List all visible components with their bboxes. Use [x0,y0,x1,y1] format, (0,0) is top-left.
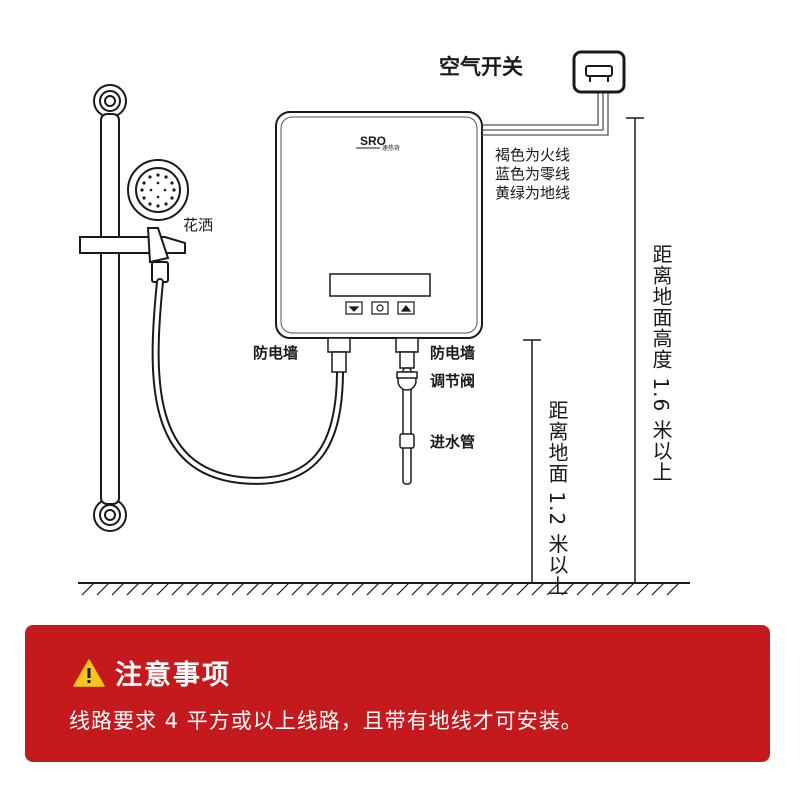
power-cable [482,90,609,136]
panel-buttons [345,301,415,315]
outlet-right [395,337,419,369]
water-heater [275,111,483,339]
height-line-switch [523,339,541,583]
inlet-pipe-label: 进水管 [430,433,476,451]
anti-shock-left-label: 防电墙 [253,344,299,362]
shower-head-icon [127,159,189,283]
brand-logo: SRO [360,134,386,148]
notice-panel: 注意事项 线路要求 4 平方或以上线路，且带有地线才可安装。 [25,625,770,762]
brand-sub: 速热奇 [382,144,400,152]
notice-header: 注意事项 [73,653,231,692]
slide-bar [79,84,186,532]
shower-head-label: 花洒 [183,216,214,234]
air-switch-icon [572,50,626,94]
warning-icon [73,658,105,687]
switch-height-label: 距离地面 1.2 米以上 [545,400,569,597]
wire-note: 褐色为火线 [495,146,571,164]
notice-title: 注意事项 [115,660,231,691]
wire-note: 黄绿为地线 [495,184,571,202]
valve-label: 调节阀 [430,372,476,390]
wire-notes: 褐色为火线 蓝色为零线 黄绿为地线 [495,146,570,203]
notice-body: 线路要求 4 平方或以上线路，且带有地线才可安装。 [69,709,583,733]
floor [78,582,690,596]
height-line-heater [626,117,644,583]
air-switch-label: 空气开关 [439,55,523,79]
anti-shock-right-label: 防电墙 [430,344,476,362]
wire-note: 蓝色为零线 [495,165,571,183]
outlet-left [327,337,351,373]
inlet-pipe [396,367,418,485]
heater-height-label: 距离地面高度 1.6 米以上 [649,244,673,483]
